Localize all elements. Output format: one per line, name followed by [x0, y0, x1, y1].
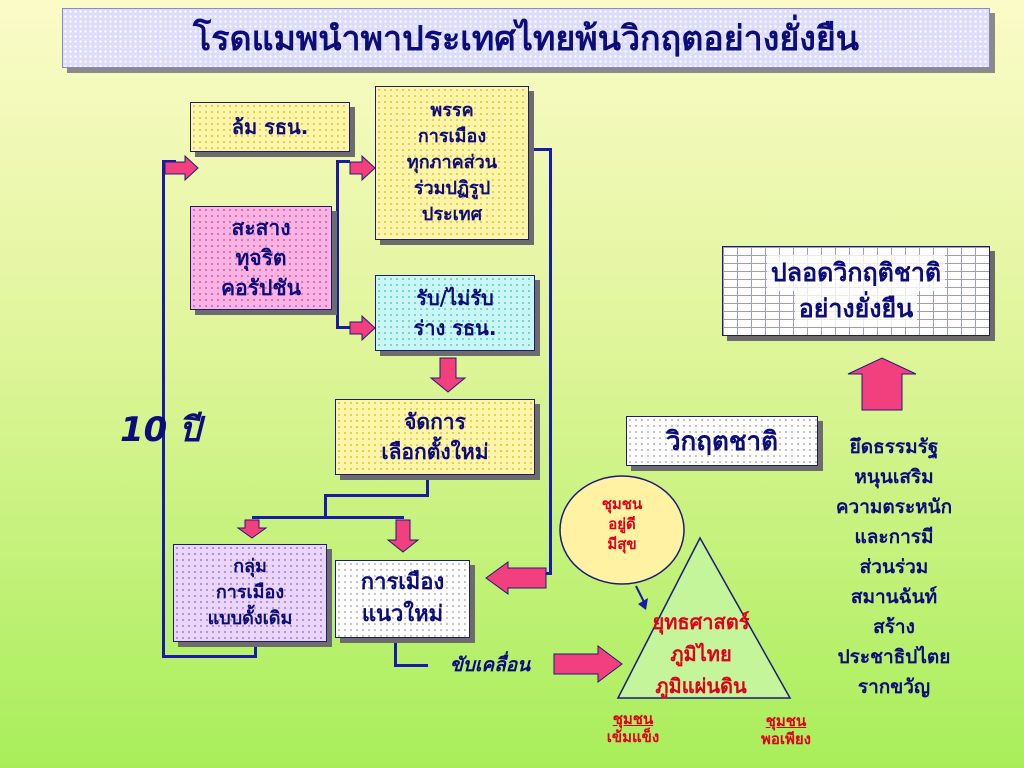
party-reform-box: พรรค การเมือง ทุกภาคส่วน ร่วมปฏิรูป ประเ… [375, 86, 529, 240]
connector-split [324, 494, 429, 497]
connector-new-down [394, 636, 397, 666]
new-election-box: จัดการ เลือกตั้งใหม่ [335, 399, 535, 475]
connector-mid-vertical [336, 160, 339, 328]
connector-right-vertical [549, 148, 552, 574]
traditional-politics-box: กลุ่ม การเมือง แบบดั้งเดิม [173, 544, 327, 642]
arrow-to-old [236, 519, 268, 539]
new-politics-box: การเมือง แนวใหม่ [335, 560, 470, 638]
eliminate-corruption-box: สะสาง ทุจริต คอรัปชัน [190, 206, 332, 310]
circle-to-triangle-line [635, 585, 645, 603]
arrow-to-new [386, 519, 420, 553]
arrow-to-election [429, 357, 467, 393]
drive-label: ขับเคลื่อน [449, 654, 531, 676]
connector-left-bottom [162, 655, 257, 658]
connector-election-down [426, 476, 429, 496]
connector-new-right [394, 664, 428, 667]
connector-right-top [530, 148, 552, 151]
arrow-drive [553, 645, 623, 683]
accept-reject-draft-box: รับ/ไม่รับ ร่าง รธน. [375, 275, 535, 351]
arrow-to-accept [349, 314, 376, 342]
connector-split-left [324, 494, 327, 518]
arrow-right-to-new [485, 561, 547, 595]
connector-old-up [254, 640, 257, 658]
community-strong-label: ชุมชน เข้มแข็ง [606, 710, 660, 746]
strategy-label: ยุทธศาสตร์ ภูมิไทย ภูมิแผ่นดิน [652, 610, 750, 698]
connector-left-vertical [162, 160, 165, 657]
strategy-triangle [616, 536, 792, 699]
page-title-text: โรดแมพนำพาประเทศไทยพ้นวิกฤตอย่างยั่งยืน [192, 20, 860, 58]
arrow-up-to-goal [847, 357, 917, 411]
connector-mid-bottom [336, 326, 350, 329]
community-happy-circle [559, 475, 685, 585]
overthrow-constitution-box: ล้ม รธน. [190, 102, 350, 152]
page-title: โรดแมพนำพาประเทศไทยพ้นวิกฤตอย่างยั่งยืน [62, 8, 990, 68]
crisis-free-box: ปลอดวิกฤติชาติ อย่างยั่งยืน [722, 246, 990, 336]
community-happy-label: ชุมชน อยู่ดี มีสุข [601, 495, 643, 553]
connector-corruption [332, 238, 339, 241]
connector-branch [252, 516, 404, 519]
arrow-to-overthrow [164, 154, 199, 182]
ten-years-label: 10 ปี [120, 410, 201, 450]
community-sufficient-label: ชุมชน พอเพียง [760, 712, 812, 748]
arrow-to-reform [349, 154, 376, 182]
principles-list: ยึดธรรมรัฐ หนุนเสริม ความตระหนัก และการม… [835, 436, 953, 698]
connector-mid-top [336, 160, 350, 163]
national-crisis-box: วิกฤตชาติ [626, 416, 818, 466]
